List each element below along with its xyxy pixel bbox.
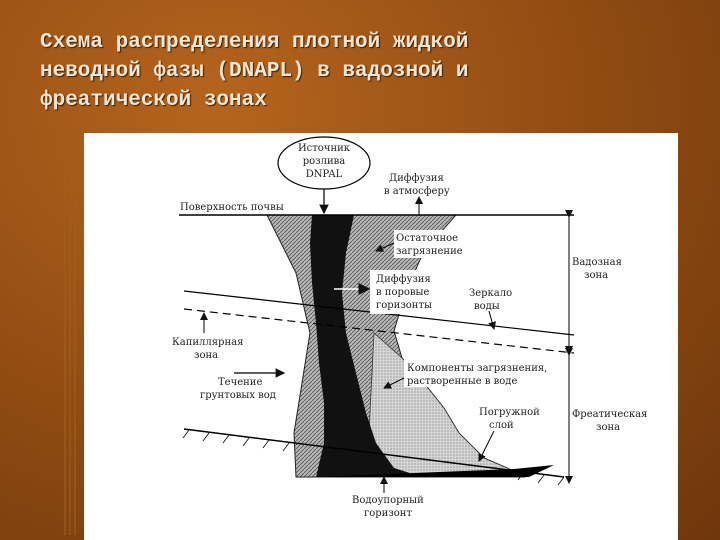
water-table-line-1: Зеркало bbox=[469, 288, 512, 299]
diffusion-atm-line-2: в атмосферу bbox=[384, 186, 450, 197]
capillary-fringe-line bbox=[183, 308, 575, 354]
pores-line-3: горизонты bbox=[376, 300, 432, 311]
source-line-2: розлива bbox=[303, 156, 346, 167]
vadose-zone-line-1: Вадозная bbox=[572, 257, 622, 268]
residual-label-bg bbox=[394, 230, 464, 258]
phreatic-zone-line-1: Фреатическая bbox=[572, 409, 647, 420]
pores-line-2: в поровые bbox=[376, 287, 430, 298]
water-table-arrow bbox=[488, 310, 496, 330]
sunken-layer-line-2: слой bbox=[489, 420, 514, 431]
sunken-layer-line-1: Погружной bbox=[479, 407, 540, 418]
source-line-3: DNPAL bbox=[306, 169, 343, 180]
pores-line-1: Диффузия bbox=[376, 274, 431, 285]
aquitard-line bbox=[183, 428, 565, 478]
sunken-layer-arrow bbox=[478, 430, 495, 462]
dnapl-core bbox=[310, 215, 504, 477]
vadose-zone-line-2: зона bbox=[584, 270, 608, 281]
aquitard-line-2: горизонт bbox=[364, 508, 412, 519]
capillary-zone-line-2: зона bbox=[194, 350, 218, 361]
dnapl-diagram: Источник розлива DNPAL Диффузия в атмосф… bbox=[172, 136, 647, 519]
residual-line-2: загрязнение bbox=[396, 246, 463, 257]
aquitard-hatch bbox=[182, 429, 565, 486]
decorative-stripes bbox=[64, 140, 76, 535]
residual-line-1: Остаточное bbox=[396, 233, 458, 244]
source-line-1: Источник bbox=[298, 143, 351, 154]
pores-label-bg bbox=[370, 270, 446, 314]
dissolved-label-bg bbox=[404, 359, 539, 387]
soil-surface-label: Поверхность почвы bbox=[180, 202, 284, 213]
aquitard-line-1: Водоупорный bbox=[352, 495, 424, 506]
title-line-1: Схема распределения плотной жидкой bbox=[40, 31, 469, 54]
capillary-zone-line-1: Капиллярная bbox=[172, 337, 243, 348]
title-line-3: фреатической зонах bbox=[40, 89, 267, 112]
pooled-dnapl bbox=[316, 465, 554, 477]
dissolved-arrow bbox=[383, 377, 405, 389]
groundwater-line-2: грунтовых вод bbox=[200, 390, 276, 401]
groundwater-line-1: Течение bbox=[218, 377, 262, 388]
diffusion-atm-line-1: Диффузия bbox=[389, 173, 444, 184]
phreatic-zone-line-2: зона bbox=[596, 422, 620, 433]
diagram-panel: Источник розлива DNPAL Диффузия в атмосф… bbox=[84, 133, 678, 540]
dissolved-line-1: Компоненты загрязнения, bbox=[407, 363, 547, 374]
dissolved-line-2: растворенные в воде bbox=[407, 376, 517, 387]
slide-title: Схема распределения плотной жидкой невод… bbox=[40, 28, 640, 115]
water-table-line-2: воды bbox=[474, 301, 500, 312]
residual-arrow bbox=[375, 242, 395, 252]
title-line-2: неводной фазы (DNAPL) в вадозной и bbox=[40, 60, 469, 83]
